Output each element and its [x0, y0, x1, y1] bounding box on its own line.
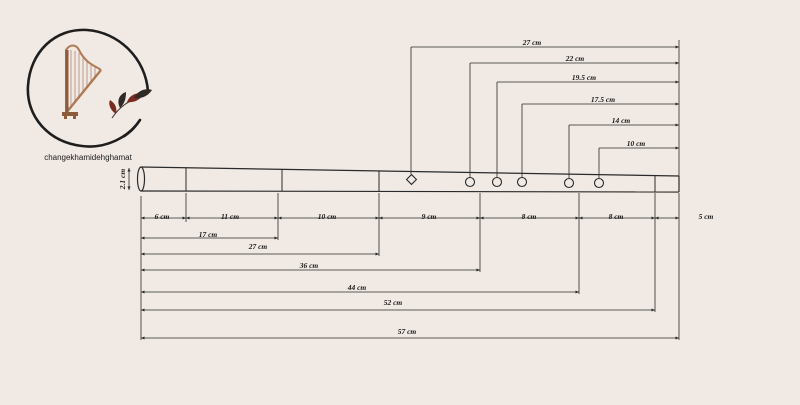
- top-dimension-label: 10 cm: [627, 139, 646, 148]
- cumulative-dimension-label: 57 cm: [398, 327, 417, 336]
- segment-dimension-label: 8 cm: [609, 212, 624, 221]
- logo-brush-circle: [26, 28, 150, 148]
- segment-dimension-label: 5 cm: [699, 212, 714, 221]
- harp-icon: [62, 44, 102, 119]
- cumulative-dimension-label: 17 cm: [199, 230, 218, 239]
- top-dimension-label: 27 cm: [522, 38, 542, 47]
- finger-hole: [516, 176, 528, 188]
- segment-dimension-label: 9 cm: [422, 212, 437, 221]
- segment-dimension-label: 8 cm: [522, 212, 537, 221]
- flute-holes: [405, 173, 605, 189]
- finger-hole: [491, 176, 503, 188]
- segment-dimension-label: 10 cm: [318, 212, 337, 221]
- flute-body: [136, 166, 680, 193]
- cumulative-dimension-label: 44 cm: [347, 283, 367, 292]
- segment-dimension-label: 11 cm: [221, 212, 239, 221]
- diameter-dimension: 2.1 cm: [118, 168, 131, 191]
- diameter-label: 2.1 cm: [118, 169, 127, 191]
- top-dimension-label: 22 cm: [565, 54, 585, 63]
- finger-hole: [563, 177, 575, 189]
- top-dimension-label: 17.5 cm: [591, 95, 615, 104]
- top-dimension-label: 14 cm: [612, 116, 631, 125]
- leaf-icon: [109, 89, 152, 119]
- cumulative-dimension-label: 27 cm: [248, 242, 268, 251]
- thumb-hole: [405, 173, 418, 186]
- top-dimension-label: 19.5 cm: [572, 73, 596, 82]
- segment-dimension-label: 6 cm: [155, 212, 170, 221]
- cumulative-dimension-label: 36 cm: [299, 261, 319, 270]
- brand-logo: changekhamidehghamat: [26, 28, 152, 162]
- finger-hole: [464, 176, 476, 188]
- brand-text: changekhamidehghamat: [44, 153, 132, 162]
- flute-mouth-end: [136, 166, 146, 192]
- cumulative-dimension-label: 52 cm: [384, 298, 403, 307]
- finger-hole: [593, 177, 605, 189]
